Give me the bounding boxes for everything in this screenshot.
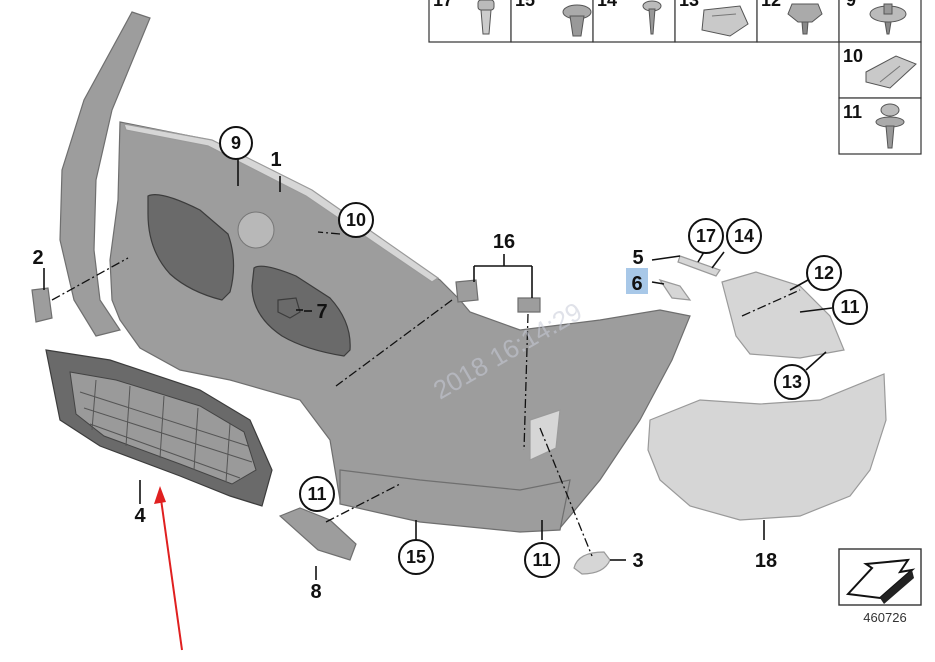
callout-11a-circle <box>832 289 868 325</box>
callout-3: 3 <box>632 550 643 572</box>
bolt-11-icon <box>875 103 905 149</box>
clip-nut-icon <box>562 4 592 37</box>
callout-13: 13 <box>782 372 802 392</box>
callout-11b-circle <box>299 476 335 512</box>
table-label-10: 10 <box>843 46 863 66</box>
table-label-14: 14 <box>597 0 617 10</box>
callout-16: 16 <box>493 231 515 253</box>
table-cell-17 <box>428 0 512 43</box>
table-label-11: 11 <box>843 102 862 122</box>
table-label-9: 9 <box>846 0 856 10</box>
callouts: 9 1 10 2 7 16 5 6 17 14 12 11 13 4 11 8 … <box>32 126 868 603</box>
callout-2: 2 <box>32 247 43 269</box>
parts-table: 17 15 14 13 12 9 10 11 <box>428 0 922 155</box>
callout-8: 8 <box>310 581 321 603</box>
callout-5: 5 <box>632 247 643 269</box>
tow-hook-cover <box>237 211 275 249</box>
part-18-liner <box>647 373 887 521</box>
part-5-strip <box>677 255 721 277</box>
callout-17: 17 <box>696 226 716 246</box>
callout-11-bottom: 11 <box>532 550 551 570</box>
kidney-opening-right <box>251 265 351 357</box>
callout-14: 14 <box>734 226 754 246</box>
bumper-side-vent <box>529 409 561 461</box>
screw-icon <box>642 0 662 35</box>
callout-11c-circle <box>524 542 560 578</box>
orientation-arrow-icon <box>838 548 922 606</box>
table-label-17: 17 <box>433 0 453 10</box>
spring-clip-icon <box>701 5 749 37</box>
part-8-bracket <box>278 507 357 561</box>
callout-15: 15 <box>406 547 426 567</box>
callout-11-left: 11 <box>307 484 326 504</box>
callout-9: 9 <box>231 133 241 153</box>
clip-10-icon <box>865 55 917 89</box>
callout-15-circle <box>398 539 434 575</box>
kidney-opening-left <box>147 194 235 301</box>
hex-bolt-icon <box>787 3 823 35</box>
callout-12: 12 <box>814 263 834 283</box>
lower-grille <box>45 349 273 507</box>
callout-10-circle <box>338 202 374 238</box>
part-16-clip-right <box>517 297 541 313</box>
part-2-bracket <box>31 287 53 323</box>
callout-1: 1 <box>270 149 281 171</box>
reference-number: 460726 <box>863 610 906 625</box>
callout-4: 4 <box>134 505 146 527</box>
part-13-bracket <box>721 271 845 359</box>
callout-14-circle <box>726 218 762 254</box>
table-label-12: 12 <box>761 0 781 10</box>
part-6-sensor <box>658 278 692 301</box>
callout-10: 10 <box>346 210 366 230</box>
table-label-15: 15 <box>515 0 535 10</box>
callout-9-circle <box>219 126 253 160</box>
callout-13-circle <box>774 364 810 400</box>
callout-7: 7 <box>316 301 327 323</box>
lower-grille-mesh <box>69 371 257 485</box>
leader-lines <box>43 158 833 580</box>
table-label-13: 13 <box>679 0 699 10</box>
bumper-left-flank <box>59 11 151 337</box>
callout-11-right: 11 <box>840 297 859 317</box>
red-arrow-icon <box>154 486 183 651</box>
washer-screw-icon <box>869 3 907 35</box>
callout-6-highlight <box>626 268 648 294</box>
push-rivet-icon <box>477 0 495 35</box>
callout-17-circle <box>688 218 724 254</box>
callout-18: 18 <box>755 550 777 572</box>
callout-6: 6 <box>631 273 642 295</box>
part-16-clip-left <box>455 279 479 303</box>
part-7-plug <box>277 297 301 319</box>
callout-12-circle <box>806 255 842 291</box>
